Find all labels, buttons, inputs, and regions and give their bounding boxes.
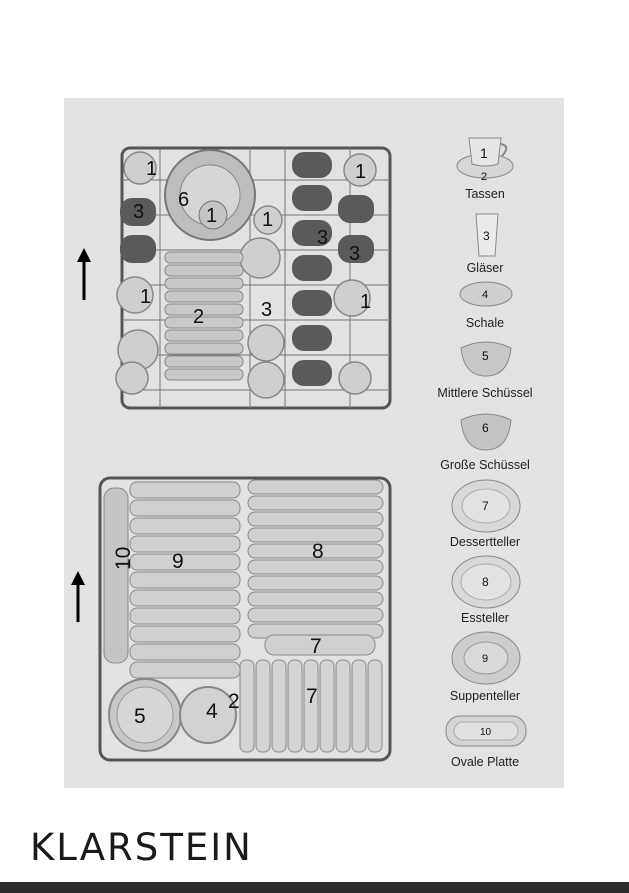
svg-text:4: 4: [482, 289, 488, 301]
lower-label-10: 10: [112, 547, 135, 570]
oval-platter-icon: 10: [445, 715, 527, 747]
upper-label-3: 3: [317, 227, 328, 249]
lower-label-2: 2: [228, 690, 240, 713]
svg-text:7: 7: [482, 499, 489, 513]
upper-rack-diagram: 1 6 1 1 3 1 3 3 1 2 3 1 1: [77, 146, 392, 410]
brand-logo: KLARSTEIN: [30, 826, 253, 869]
svg-text:9: 9: [482, 653, 488, 665]
lower-label-5: 5: [134, 705, 146, 728]
svg-text:6: 6: [482, 421, 489, 435]
lower-label-4: 4: [206, 700, 218, 723]
lower-label-7: 7: [310, 635, 322, 658]
dinner-plate-icon: 8: [451, 555, 521, 609]
medium-bowl-icon: 5: [460, 341, 512, 377]
svg-text:8: 8: [482, 575, 489, 589]
upper-label-1: 1: [262, 209, 273, 231]
lower-rack-diagram: 9 8 10 7 7 5 4 2: [71, 476, 392, 762]
upper-label-2: 2: [193, 306, 204, 328]
upper-label-3: 3: [261, 299, 272, 321]
legend-label-grosse-schuessel: Große Schüssel: [440, 458, 530, 472]
upper-label-1: 1: [355, 161, 366, 183]
legend-label-dessertteller: Dessertteller: [449, 535, 521, 549]
legend-label-mittlere-schuessel: Mittlere Schüssel: [437, 386, 533, 400]
footer-bar: [0, 882, 629, 893]
soup-plate-icon: 9: [451, 631, 521, 685]
legend-label-ovale-platte: Ovale Platte: [450, 755, 520, 769]
large-bowl-icon: 6: [460, 413, 512, 451]
svg-text:5: 5: [482, 349, 489, 363]
upper-label-3: 3: [349, 243, 360, 265]
legend-label-glaeser: Gläser: [466, 261, 504, 275]
upper-label-3: 3: [133, 201, 144, 223]
lower-rack-arrow-icon: [71, 571, 85, 622]
lower-label-7: 7: [306, 685, 318, 708]
legend-label-tassen: Tassen: [465, 187, 505, 201]
upper-label-1: 1: [146, 158, 157, 180]
upper-label-1: 1: [140, 286, 151, 308]
upper-label-6: 6: [178, 189, 189, 211]
svg-text:3: 3: [483, 229, 490, 243]
upper-label-1: 1: [206, 205, 217, 227]
lower-label-9: 9: [172, 550, 184, 573]
legend-label-schale: Schale: [465, 316, 505, 330]
lower-label-8: 8: [312, 540, 324, 563]
cup-and-saucer-icon: 1 2: [456, 137, 514, 183]
legend-label-essteller: Essteller: [461, 611, 509, 625]
legend-label-suppenteller: Suppenteller: [449, 689, 521, 703]
svg-text:2: 2: [481, 171, 487, 183]
glass-icon: 3: [475, 213, 499, 257]
upper-label-1: 1: [360, 291, 371, 313]
svg-text:10: 10: [480, 727, 492, 738]
upper-rack-arrow-icon: [77, 248, 91, 300]
svg-text:1: 1: [480, 145, 488, 161]
dessert-plate-icon: 7: [451, 479, 521, 533]
small-bowl-icon: 4: [459, 281, 513, 307]
